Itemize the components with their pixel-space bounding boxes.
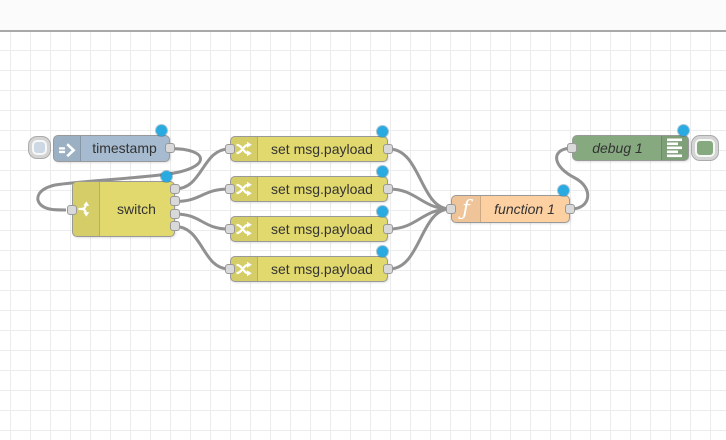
port-change4-input[interactable] (225, 264, 235, 274)
debug-toggle-button[interactable] (692, 136, 718, 160)
port-switch-output-1[interactable] (170, 184, 180, 194)
node-label: switch (117, 201, 156, 217)
node-label: debug 1 (592, 140, 643, 156)
shuffle-icon (231, 217, 258, 241)
node-label: set msg.payload (271, 221, 373, 237)
node-debug[interactable]: debug 1 (572, 135, 689, 161)
port-debug-input[interactable] (567, 143, 577, 153)
wire-switch-out1-to-change1[interactable] (174, 147, 230, 191)
node-function[interactable]: ƒ function 1 (451, 195, 570, 223)
port-switch-output-3[interactable] (170, 209, 180, 219)
port-change2-output[interactable] (383, 184, 393, 194)
wire-inject-to-switch[interactable] (36, 147, 202, 212)
node-switch[interactable]: switch (72, 181, 175, 237)
port-switch-output-4[interactable] (170, 221, 180, 231)
port-change3-output[interactable] (383, 224, 393, 234)
port-inject-output[interactable] (165, 143, 175, 153)
changed-indicator-change2 (377, 166, 388, 177)
debug-toggle-face (695, 139, 715, 157)
node-label: set msg.payload (271, 261, 373, 277)
inject-arrow-icon (54, 136, 81, 161)
node-label: set msg.payload (271, 181, 373, 197)
changed-indicator-change1 (377, 126, 388, 137)
changed-indicator-change4 (377, 246, 388, 257)
node-inject-timestamp[interactable]: timestamp (53, 135, 170, 162)
shuffle-icon (231, 257, 258, 281)
port-change1-output[interactable] (383, 144, 393, 154)
wire-switch-out3-to-change3[interactable] (174, 212, 230, 231)
node-change-1[interactable]: set msg.payload (230, 136, 388, 162)
changed-indicator-function (558, 185, 569, 196)
node-label: set msg.payload (271, 141, 373, 157)
inject-button[interactable] (29, 137, 50, 158)
debug-lines-icon (661, 136, 688, 160)
wire-function-to-debug[interactable] (555, 146, 590, 211)
shuffle-icon (231, 137, 258, 161)
node-change-4[interactable]: set msg.payload (230, 256, 388, 282)
branch-icon (73, 182, 100, 236)
wire-switch-out4-to-change4[interactable] (174, 225, 230, 271)
changed-indicator-debug (678, 125, 689, 136)
changed-indicator-change3 (377, 206, 388, 217)
port-switch-output-2[interactable] (170, 196, 180, 206)
port-function-output[interactable] (565, 204, 575, 214)
changed-indicator-switch (161, 171, 172, 182)
changed-indicator-inject (156, 125, 167, 136)
port-change2-input[interactable] (225, 184, 235, 194)
wire-switch-out2-to-change2[interactable] (174, 187, 230, 203)
node-change-3[interactable]: set msg.payload (230, 216, 388, 242)
wire-change4-to-function[interactable] (388, 207, 451, 271)
port-change1-input[interactable] (225, 144, 235, 154)
function-f-icon: ƒ (452, 196, 481, 222)
workspace-tab-bar (0, 0, 726, 32)
port-change4-output[interactable] (383, 264, 393, 274)
port-function-input[interactable] (446, 204, 456, 214)
port-switch-input[interactable] (67, 205, 77, 215)
inject-button-face (32, 140, 47, 155)
node-label: function 1 (494, 201, 555, 217)
shuffle-icon (231, 177, 258, 201)
node-change-2[interactable]: set msg.payload (230, 176, 388, 202)
node-label: timestamp (92, 140, 157, 156)
port-change3-input[interactable] (225, 224, 235, 234)
